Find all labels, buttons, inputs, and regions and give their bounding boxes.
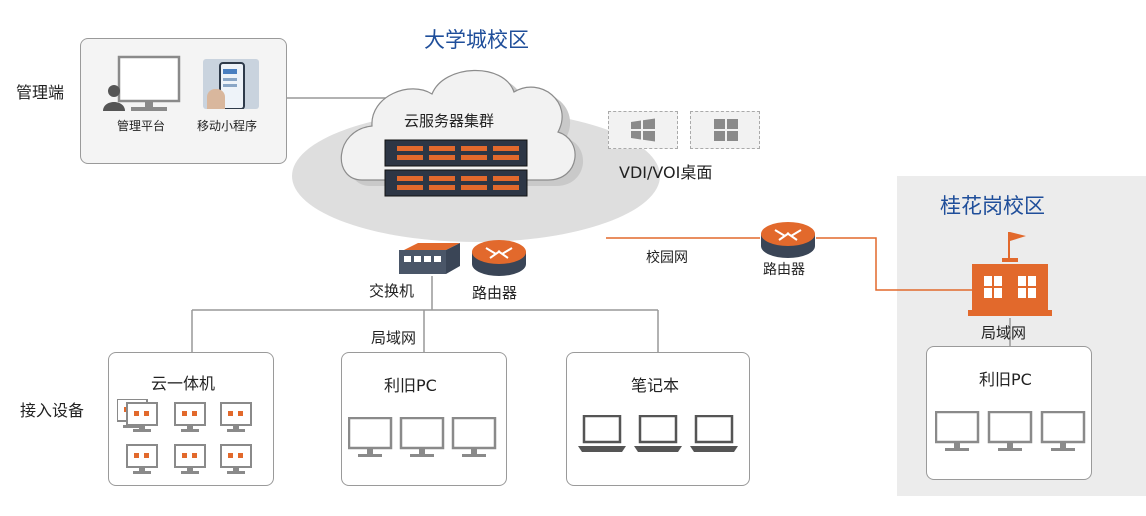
access-devices-side-label: 接入设备	[20, 401, 85, 420]
windows-logo-icon	[631, 118, 655, 142]
all-in-one-box: 云一体机	[108, 352, 274, 486]
mini-program-label: 移动小程序	[197, 119, 258, 133]
old-pc-label: 利旧PC	[384, 376, 437, 395]
management-side-label: 管理端	[16, 83, 65, 102]
branch-campus-title: 桂花岗校区	[940, 194, 1045, 218]
vdi-desktop-tile	[608, 111, 678, 149]
management-platform-label: 管理平台	[117, 119, 166, 133]
all-in-one-label: 云一体机	[151, 374, 216, 393]
campus-network-link-b	[816, 237, 1010, 291]
remote-router-label: 路由器	[763, 262, 805, 278]
laptop-label: 笔记本	[631, 376, 680, 395]
branch-desktop-monitors-icon	[935, 411, 1086, 453]
admin-monitor-icon	[103, 55, 181, 111]
remote-router-icon	[761, 222, 815, 258]
campus-building-icon	[968, 232, 1052, 316]
branch-old-pc-label: 利旧PC	[979, 370, 1032, 389]
management-box: 管理平台 移动小程序	[80, 38, 287, 164]
old-pc-box: 利旧PC	[341, 352, 507, 486]
cloud-cluster-label: 云服务器集群	[404, 112, 495, 130]
lan-label: 局域网	[371, 329, 417, 347]
vdi-voi-label: VDI/VOI桌面	[619, 163, 713, 182]
all-in-one-terminals-icon	[117, 399, 252, 475]
campus-network-label: 校园网	[646, 250, 688, 266]
laptop-box: 笔记本	[566, 352, 750, 486]
switch-icon	[399, 243, 460, 274]
router-label: 路由器	[472, 284, 518, 302]
server-rack-icon	[384, 139, 528, 197]
branch-old-pc-box: 利旧PC	[926, 346, 1092, 480]
branch-lan-label: 局域网	[981, 324, 1027, 342]
main-campus-title: 大学城校区	[424, 28, 529, 52]
router-icon	[472, 240, 526, 276]
mini-program-phone-icon	[203, 59, 259, 109]
laptops-icon	[578, 415, 740, 454]
voi-desktop-tile	[690, 111, 760, 149]
windows-logo-icon	[714, 119, 738, 141]
desktop-monitors-icon	[348, 417, 497, 459]
switch-label: 交换机	[369, 282, 415, 300]
